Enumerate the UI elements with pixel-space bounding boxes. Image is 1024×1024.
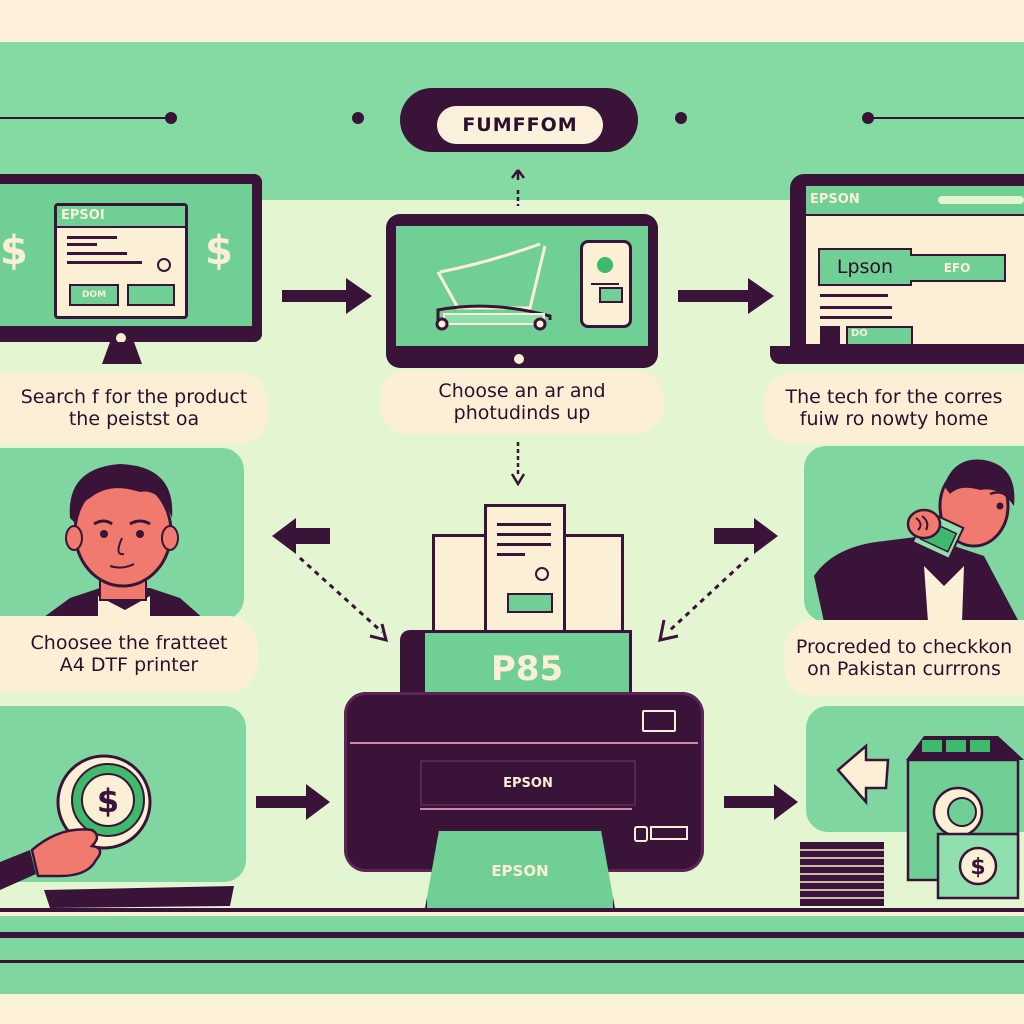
header-line-left xyxy=(0,117,172,119)
caption-line: Procreded to checkkon xyxy=(795,636,1013,658)
money-stack-icon: $ xyxy=(800,736,1024,906)
check-badge-icon xyxy=(597,257,613,273)
top-cream-band xyxy=(0,0,1024,42)
monitor-power-dot xyxy=(116,333,126,343)
caption-line: A4 DTF printer xyxy=(59,654,199,676)
right-arrow-icon xyxy=(282,278,372,314)
up-arrow-icon xyxy=(511,169,525,206)
printer-tray: EPSON xyxy=(424,828,616,914)
caption-line: Choosee the fratteet xyxy=(30,632,228,654)
card-button-secondary[interactable] xyxy=(127,284,175,306)
shopping-cart-icon xyxy=(435,242,552,331)
ground-highlight xyxy=(0,912,1024,916)
text-line xyxy=(497,543,551,546)
bottom-stripe xyxy=(0,932,1024,938)
step-choose-panel xyxy=(0,448,244,620)
laptop-base xyxy=(770,346,1024,364)
caption-line: The tech for the corres xyxy=(785,386,1003,408)
checkbox[interactable] xyxy=(820,326,840,344)
header-dot xyxy=(165,112,177,124)
caption-line: photudinds up xyxy=(453,402,591,424)
page-title: FUMFFOM xyxy=(437,106,603,144)
step-search-caption: Search f for the product the peistst oa xyxy=(0,372,268,444)
down-arrow-icon xyxy=(510,442,526,486)
step-checkout-panel xyxy=(804,446,1024,622)
badge-icon xyxy=(535,567,549,581)
man-with-money-icon xyxy=(814,459,1019,622)
doc-bar xyxy=(507,593,553,613)
step-tech-caption: The tech for the corres fuiw ro nowty ho… xyxy=(764,372,1024,444)
step-cart-caption: Choose an ar and photudinds up xyxy=(380,370,664,434)
printer-document xyxy=(484,504,566,650)
text-line xyxy=(67,243,97,246)
tab-other[interactable]: EFO xyxy=(910,254,1006,282)
monitor-stand xyxy=(102,342,142,364)
bottom-cream-band xyxy=(0,994,1024,1024)
laptop-button[interactable]: DO xyxy=(846,326,913,346)
text-line xyxy=(497,553,525,556)
header-line-right xyxy=(868,117,1024,119)
text-line xyxy=(67,236,117,239)
text-line xyxy=(67,261,142,264)
printer-port-icon xyxy=(650,826,688,840)
bottom-band xyxy=(0,908,1024,994)
caption-line: fuiw ro nowty home xyxy=(799,408,989,430)
right-arrow-icon xyxy=(256,784,330,820)
right-arrow-icon xyxy=(658,518,778,642)
right-arrow-icon xyxy=(724,784,798,820)
hand-with-coin-icon: $ xyxy=(0,754,234,908)
tablet-home-dot xyxy=(514,354,524,364)
text-line xyxy=(820,316,892,319)
dollar-sign-icon: $ xyxy=(205,228,233,274)
bottom-stripe-thin xyxy=(0,960,1024,963)
caption-line: on Pakistan currrons xyxy=(807,658,1001,680)
text-line xyxy=(591,283,619,285)
man-portrait-icon xyxy=(40,464,205,620)
step-choose-caption: Choosee the fratteet A4 DTF printer xyxy=(0,616,258,692)
ground-line xyxy=(0,908,1024,912)
svg-text:$: $ xyxy=(970,855,985,880)
svg-text:$: $ xyxy=(97,782,119,820)
text-line xyxy=(497,533,551,536)
caption-line: Search f for the product xyxy=(20,386,248,408)
text-line xyxy=(497,523,551,526)
search-result-card: EPSOI DOM xyxy=(54,203,188,319)
text-line xyxy=(67,252,127,255)
printer-seam xyxy=(350,742,698,744)
printer-brand: EPSON xyxy=(420,760,636,806)
header-dot xyxy=(352,112,364,124)
printer-slot xyxy=(420,808,632,810)
card-button[interactable]: DOM xyxy=(69,284,119,306)
laptop-screen: EPSON Lpson EFO DO xyxy=(806,186,1024,346)
dollar-sign-icon: $ xyxy=(0,228,28,274)
card-brand: EPSOI xyxy=(57,206,185,228)
caption-line: the peistst oa xyxy=(68,408,200,430)
printer-display-icon xyxy=(642,710,676,732)
search-bar[interactable] xyxy=(938,196,1024,204)
step-checkout-caption: Procreded to checkkon on Pakistan currro… xyxy=(784,620,1024,696)
printer-power-button[interactable] xyxy=(634,826,648,842)
left-arrow-icon xyxy=(272,518,389,643)
info-icon xyxy=(157,258,171,272)
smartphone-icon xyxy=(580,240,632,328)
phone-bar xyxy=(599,287,623,303)
header-dot xyxy=(675,112,687,124)
tab-active[interactable]: Lpson xyxy=(818,248,912,286)
text-line xyxy=(820,306,892,309)
text-line xyxy=(820,294,888,297)
caption-line: Choose an ar and xyxy=(438,380,606,402)
right-arrow-icon xyxy=(678,278,774,314)
